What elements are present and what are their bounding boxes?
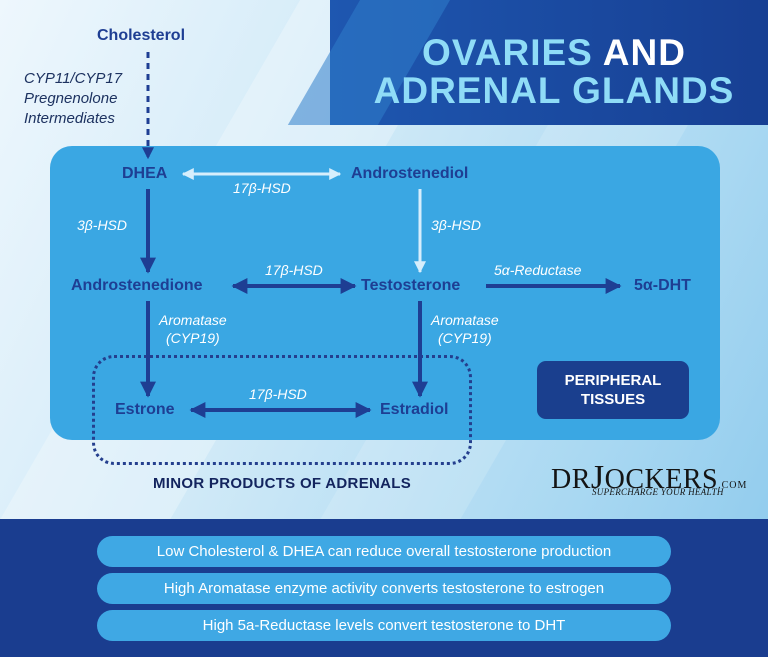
title-word-and: AND [602, 32, 686, 73]
enzyme-label: 5α-Reductase [494, 262, 582, 278]
enzyme-label-line: Aromatase [159, 312, 227, 328]
enzyme-label: 3β-HSD [77, 217, 128, 233]
node-estrone: Estrone [115, 401, 175, 418]
logo-com: .COM [718, 480, 748, 491]
enzyme-label: Aromatase (CYP19) [431, 311, 499, 347]
intermediates-line: Intermediates [24, 110, 115, 127]
node-testosterone: Testosterone [361, 277, 461, 294]
fact-pill: Low Cholesterol & DHEA can reduce overal… [97, 536, 671, 567]
peripheral-line: TISSUES [580, 391, 646, 408]
node-dht: 5α-DHT [634, 277, 691, 294]
peripheral-tissues-badge: PERIPHERAL TISSUES [537, 361, 689, 419]
minor-products-label: MINOR PRODUCTS OF ADRENALS [152, 475, 412, 492]
enzyme-label: 17β-HSD [249, 386, 307, 402]
drjockers-logo: DRJOCKERS.COM SUPERCHARGE YOUR HEALTH [551, 459, 746, 499]
logo-tagline: SUPERCHARGE YOUR HEALTH [592, 487, 724, 497]
intermediates-note: CYP11/CYP17 Pregnenolone Intermediates [24, 69, 122, 129]
page-title-line2: ADRENAL GLANDS [373, 70, 735, 111]
node-estradiol: Estradiol [380, 401, 449, 418]
node-dhea: DHEA [122, 165, 168, 182]
enzyme-label-line: (CYP19) [438, 330, 492, 346]
node-androstenedione: Androstenedione [71, 277, 203, 294]
node-androstenediol: Androstenediol [351, 165, 469, 182]
logo-dr: DR [551, 464, 591, 495]
page-title: OVARIES AND [340, 33, 768, 73]
enzyme-label: Aromatase (CYP19) [159, 311, 227, 347]
fact-pill: High Aromatase enzyme activity converts … [97, 573, 671, 604]
peripheral-line: PERIPHERAL [564, 372, 662, 389]
title-word-ovaries: OVARIES [422, 32, 593, 73]
enzyme-label: 17β-HSD [233, 180, 291, 196]
enzyme-label-line: (CYP19) [166, 330, 220, 346]
minor-products-box [92, 355, 472, 465]
node-cholesterol: Cholesterol [97, 27, 186, 44]
intermediates-line: CYP11/CYP17 [24, 70, 123, 87]
logo-wordmark: DRJOCKERS.COM [551, 459, 747, 497]
enzyme-label: 3β-HSD [431, 217, 482, 233]
enzyme-label: 17β-HSD [265, 262, 323, 278]
fact-pill: High 5a-Reductase levels convert testost… [97, 610, 671, 641]
logo-j: J [590, 459, 605, 496]
enzyme-label-line: Aromatase [431, 312, 499, 328]
intermediates-line: Pregnenolone [24, 90, 118, 107]
logo-ockers: OCKERS [604, 464, 719, 495]
